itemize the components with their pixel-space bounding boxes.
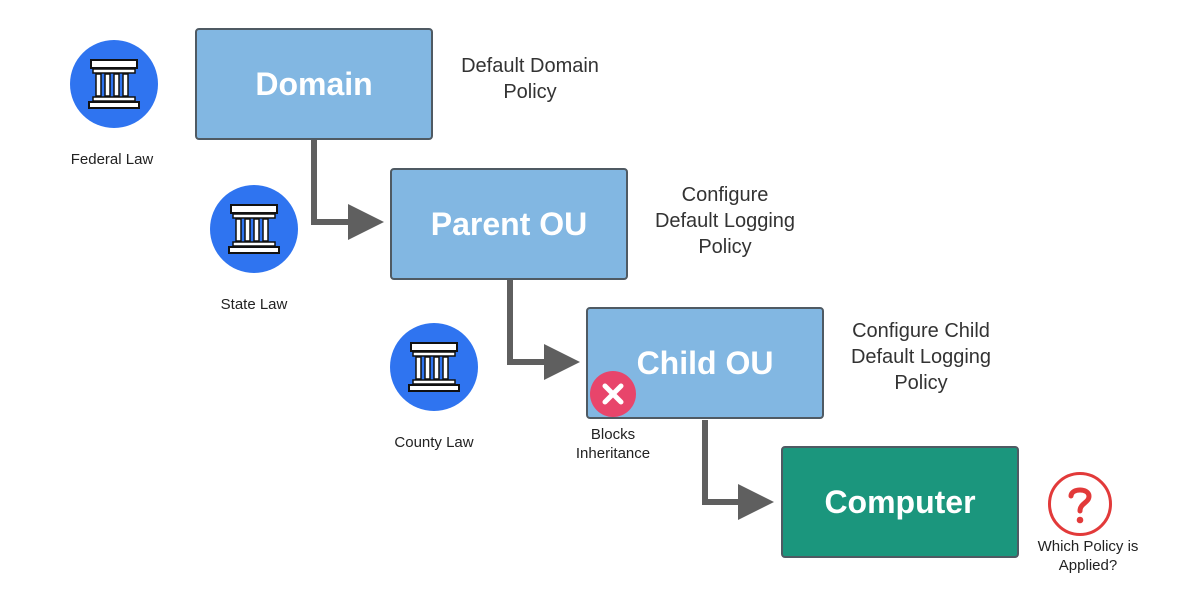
parent-ou-box: Parent OU bbox=[390, 168, 628, 280]
arrow-child-to-computer bbox=[702, 420, 774, 520]
blocks-inheritance-label: Blocks Inheritance bbox=[575, 426, 651, 462]
x-circle-icon bbox=[590, 371, 636, 417]
county-law-label: County Law bbox=[394, 434, 474, 451]
parent-ou-policy-text: Configure Default Logging Policy bbox=[654, 184, 796, 258]
arrow-domain-to-parent bbox=[311, 140, 384, 240]
federal-law-courthouse-icon bbox=[70, 40, 158, 128]
domain-policy-text: Default Domain Policy bbox=[461, 55, 599, 103]
which-policy-applied-label: Which Policy is Applied? bbox=[1037, 538, 1139, 574]
state-law-label: State Law bbox=[220, 296, 288, 313]
arrow-parent-to-child bbox=[507, 280, 580, 380]
state-law-courthouse-icon bbox=[210, 185, 298, 273]
county-law-courthouse-icon bbox=[390, 323, 478, 411]
domain-box: Domain bbox=[195, 28, 433, 140]
question-mark-icon bbox=[1048, 472, 1112, 536]
federal-law-label: Federal Law bbox=[70, 151, 154, 168]
computer-box: Computer bbox=[781, 446, 1019, 558]
child-ou-policy-text: Configure Child Default Logging Policy bbox=[850, 320, 992, 394]
